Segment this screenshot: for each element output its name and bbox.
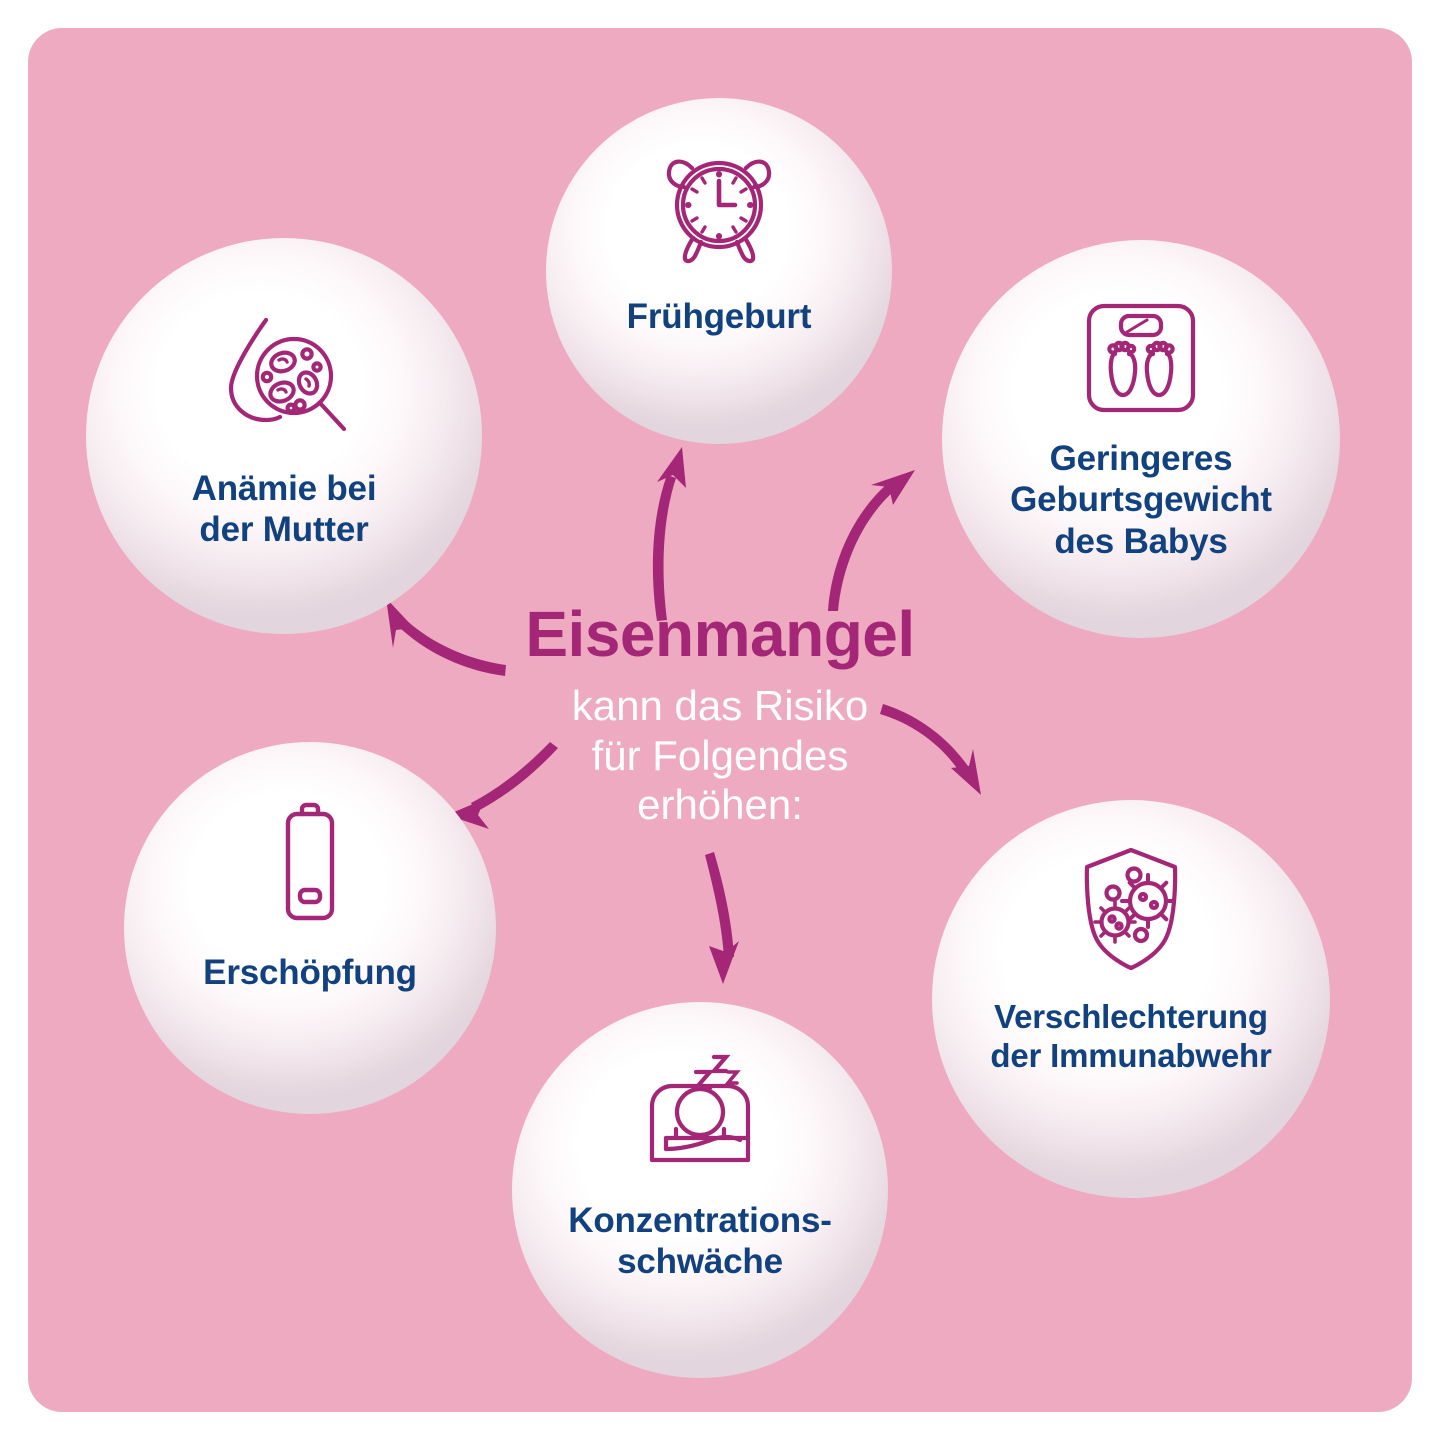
center-text-block: Eisenmangel kann das Risiko für Folgende… xyxy=(430,598,1010,830)
bubble-erschoepfung[interactable]: Erschöpfung xyxy=(124,742,496,1114)
baby-scale-icon xyxy=(1085,302,1197,414)
blood-drop-microscope-icon xyxy=(209,310,359,440)
sleeping-person-icon xyxy=(636,1050,764,1174)
bubble-konzentration-label: Konzentrations- schwäche xyxy=(568,1201,832,1282)
alarm-clock-icon xyxy=(656,146,782,268)
low-battery-icon xyxy=(278,802,342,922)
bubble-immun[interactable]: Verschlechterung der Immunabwehr xyxy=(932,800,1330,1198)
center-title: Eisenmangel xyxy=(525,598,915,670)
bubble-anaemie[interactable]: Anämie bei der Mutter xyxy=(86,238,482,634)
bubble-immun-label: Verschlechterung der Immunabwehr xyxy=(990,998,1272,1074)
bubble-fruehgeburt[interactable]: Frühgeburt xyxy=(546,98,892,444)
bubble-gewicht[interactable]: Geringeres Geburtsgewicht des Babys xyxy=(942,240,1340,638)
bubble-erschoepfung-label: Erschöpfung xyxy=(203,953,417,992)
bubble-fruehgeburt-label: Frühgeburt xyxy=(626,297,812,336)
bubble-konzentration[interactable]: Konzentrations- schwäche xyxy=(512,1002,888,1378)
bubble-anaemie-label: Anämie bei der Mutter xyxy=(191,469,377,550)
bubble-gewicht-label: Geringeres Geburtsgewicht des Babys xyxy=(1010,439,1272,561)
shield-germs-icon xyxy=(1071,846,1191,972)
center-subtitle: kann das Risiko für Folgendes erhöhen: xyxy=(571,682,869,829)
